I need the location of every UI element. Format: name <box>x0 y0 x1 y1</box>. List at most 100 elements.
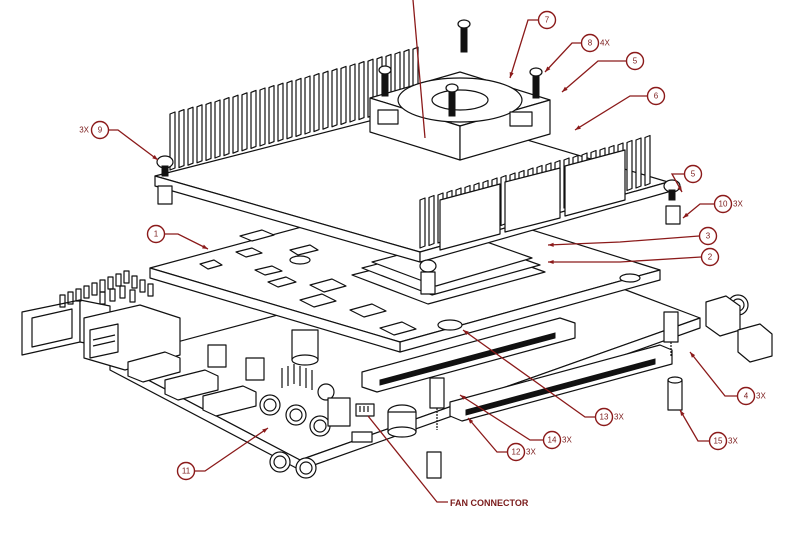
arrowhead <box>677 186 682 192</box>
callout-quantity: 3X <box>756 392 766 401</box>
leader-line <box>670 173 684 193</box>
sma-connectors <box>259 294 773 479</box>
callout-bubble <box>542 430 562 450</box>
callout-7: 7 <box>509 10 557 79</box>
callout-quantity: 3X <box>728 437 738 446</box>
leader-line <box>548 256 702 263</box>
callout-bubble <box>625 51 645 71</box>
heatsink-fin <box>205 101 212 161</box>
callout-2: 2 <box>548 247 720 267</box>
callout-bubble <box>736 386 756 406</box>
heatsink-fin <box>286 80 293 140</box>
leader-line <box>462 329 595 418</box>
heatsink-fin <box>304 75 311 135</box>
callout-number: 5 <box>633 57 638 66</box>
heatsink-fin <box>250 89 257 149</box>
callout-bubble <box>506 442 526 462</box>
heatsink-fin <box>214 99 221 159</box>
heatsink-fin <box>340 65 347 126</box>
callout-bubble <box>537 10 557 30</box>
callout-6: 6 <box>574 86 666 131</box>
heatsink-fin <box>295 77 302 137</box>
callout-bubble <box>146 224 166 244</box>
callout-bubble <box>708 431 728 451</box>
cooling-fan <box>369 71 551 161</box>
leader-line <box>561 60 626 93</box>
heatsink-fin <box>196 104 203 164</box>
heatsink-fin <box>259 87 266 147</box>
callout-number: 15 <box>714 437 723 446</box>
leader-line <box>679 409 709 442</box>
callout-bubble <box>90 120 110 140</box>
heatsink-fin <box>644 134 651 187</box>
callout-number: 10 <box>719 200 728 209</box>
callout-quantity: 3X <box>733 200 743 209</box>
callout-1: 1 <box>146 224 209 250</box>
rj45-jack <box>83 304 181 371</box>
heatsink-fin <box>223 96 230 157</box>
arrowhead <box>460 395 466 400</box>
arrowhead <box>683 212 689 218</box>
chip-heatsink-pins <box>59 270 154 308</box>
leader-line-offscreen <box>412 0 426 139</box>
heatsink-fin <box>419 197 426 249</box>
heatsink-fin <box>187 106 194 166</box>
callout-quantity: 4X <box>600 39 610 48</box>
leader-line <box>547 235 700 246</box>
callout-11: 11 <box>176 427 269 481</box>
fan-connector-callout: FAN CONNECTOR <box>367 415 529 508</box>
callout-quantity: 3X <box>526 448 536 457</box>
callout-number: 7 <box>545 16 550 25</box>
heatsink-fin <box>277 82 284 142</box>
arrowhead <box>575 125 581 130</box>
heatsink-fin <box>331 68 338 128</box>
arrowhead <box>468 418 474 424</box>
callout-number: 4 <box>744 392 749 401</box>
callout-bubble <box>700 247 720 267</box>
pin-header <box>281 364 313 390</box>
callout-8: 8 4X <box>544 33 610 73</box>
callout-number: 5 <box>691 170 696 179</box>
heatsink-fin <box>241 92 248 152</box>
heatsink-fin <box>178 108 185 169</box>
callout-9: 9 3X <box>79 120 159 161</box>
callout-bubble <box>646 86 666 106</box>
leader-line <box>509 19 538 79</box>
arrowhead <box>509 72 514 78</box>
callout-bubble <box>698 226 718 246</box>
callout-bubble <box>683 164 703 184</box>
callout-number: 3 <box>706 232 711 241</box>
heatsink-fin <box>322 70 329 130</box>
fan-connector-part <box>351 403 375 443</box>
com-module-board <box>149 194 661 353</box>
arrowhead <box>545 66 551 72</box>
callout-4: 4 3X <box>689 351 766 406</box>
leader-line <box>544 42 581 73</box>
callout-quantity: 3X <box>614 413 624 422</box>
fan-connector-label: FAN CONNECTOR <box>450 498 529 508</box>
callout-3: 3 <box>547 226 718 247</box>
leader-line <box>689 351 737 397</box>
fan-screws <box>378 19 543 117</box>
callout-quantity: 3X <box>79 126 89 135</box>
callout-number: 8 <box>588 39 593 48</box>
callout-number: 2 <box>708 253 713 262</box>
small-connectors <box>207 344 265 381</box>
inductor <box>387 404 417 438</box>
heatsink <box>154 46 669 263</box>
arrowhead <box>202 244 208 249</box>
callout-10: 10 3X <box>682 194 743 219</box>
leader-line <box>109 129 159 161</box>
heatsink-fin <box>313 72 320 133</box>
heatsink-fin <box>232 94 239 154</box>
callout-number: 9 <box>98 126 103 135</box>
leader-line <box>459 394 543 441</box>
leader-line <box>165 233 209 250</box>
arrowhead <box>262 428 268 433</box>
heatsink-fin <box>626 139 633 192</box>
arrowhead <box>562 86 568 92</box>
callout-bubble <box>580 33 600 53</box>
